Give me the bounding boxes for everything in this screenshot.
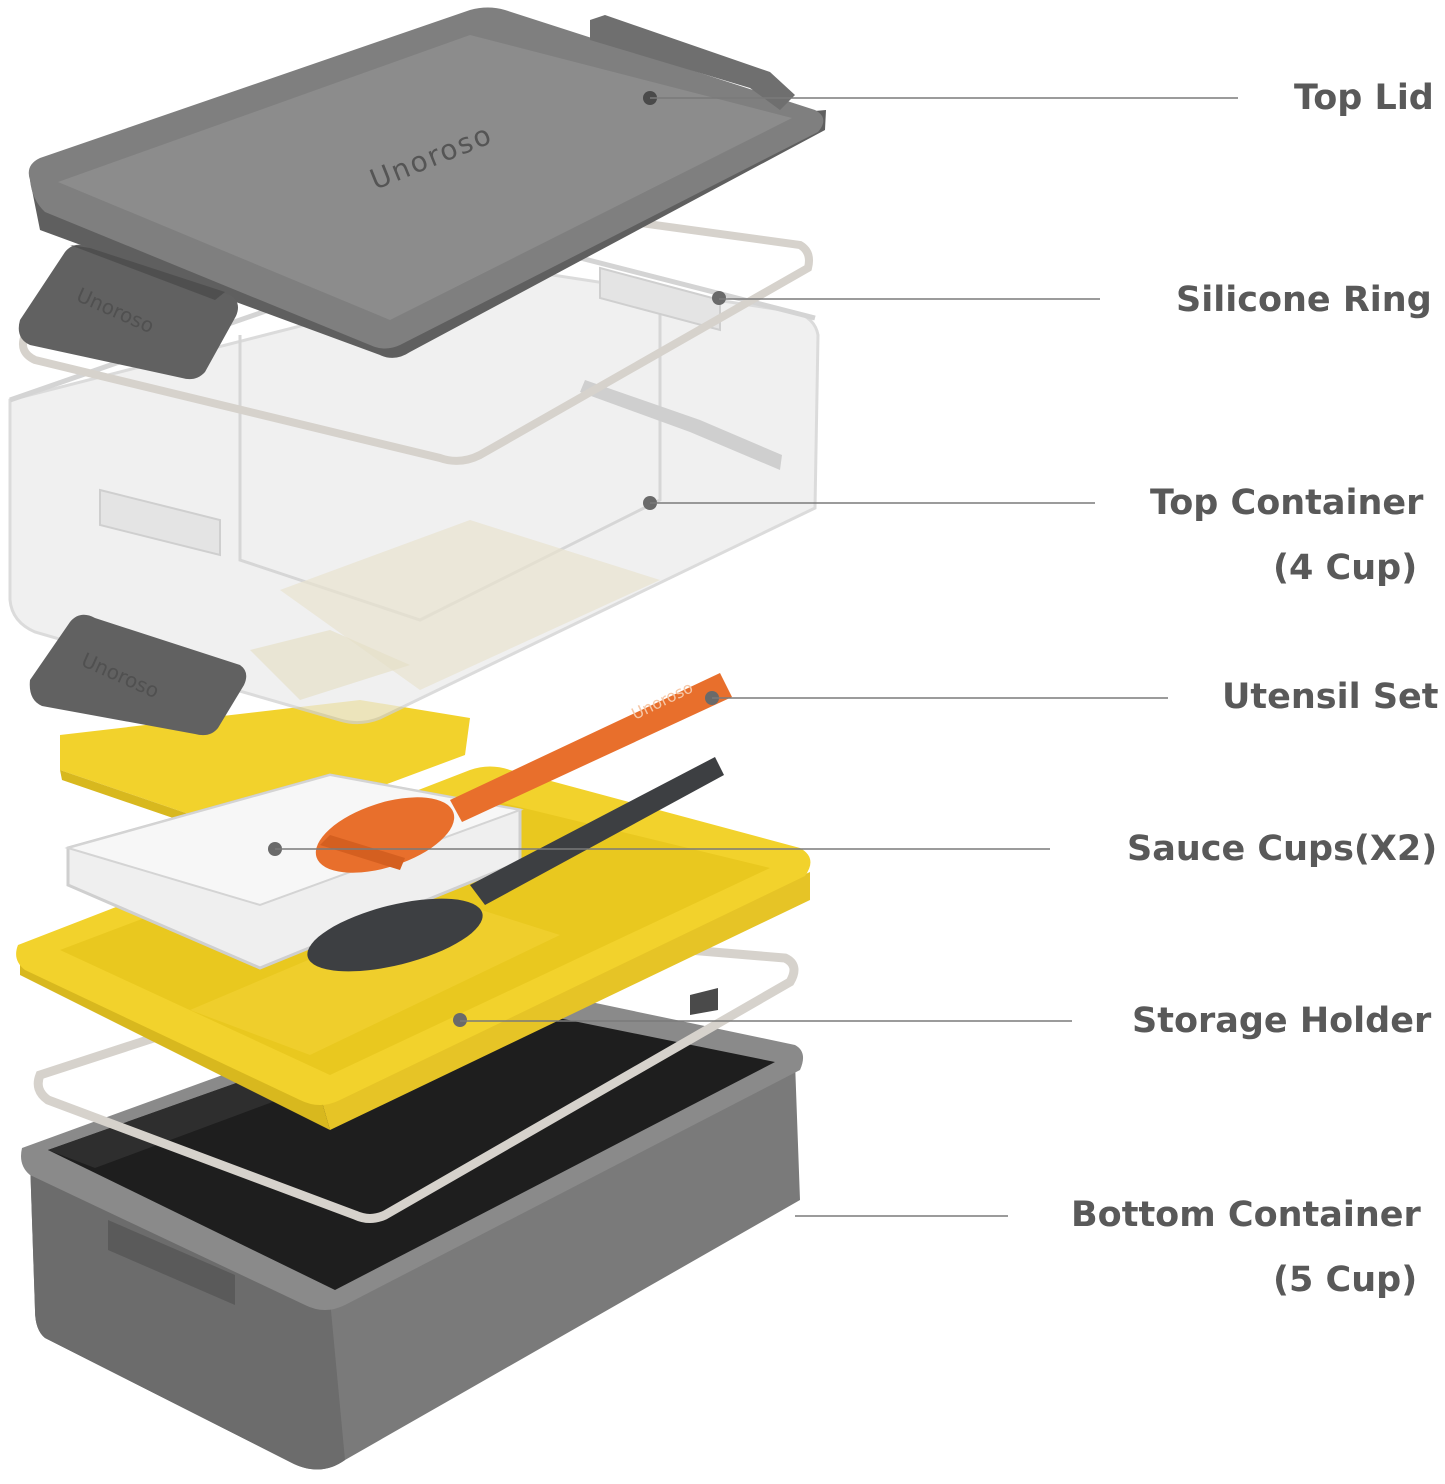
label-bottom-container-capacity: (5 Cup) — [1273, 1260, 1418, 1300]
label-top-container: Top Container — [1150, 483, 1424, 523]
label-utensil-set: Utensil Set — [1222, 677, 1439, 717]
label-top-lid: Top Lid — [1294, 78, 1434, 118]
label-storage-holder: Storage Holder — [1132, 1001, 1432, 1041]
utensil-set — [307, 673, 732, 972]
label-silicone-ring: Silicone Ring — [1176, 280, 1432, 320]
label-sauce-cups: Sauce Cups(X2) — [1127, 829, 1438, 869]
label-top-container-capacity: (4 Cup) — [1273, 548, 1418, 588]
label-bottom-container: Bottom Container — [1071, 1195, 1421, 1235]
top-lid — [18, 7, 826, 380]
callout-lines — [275, 97, 1238, 1217]
